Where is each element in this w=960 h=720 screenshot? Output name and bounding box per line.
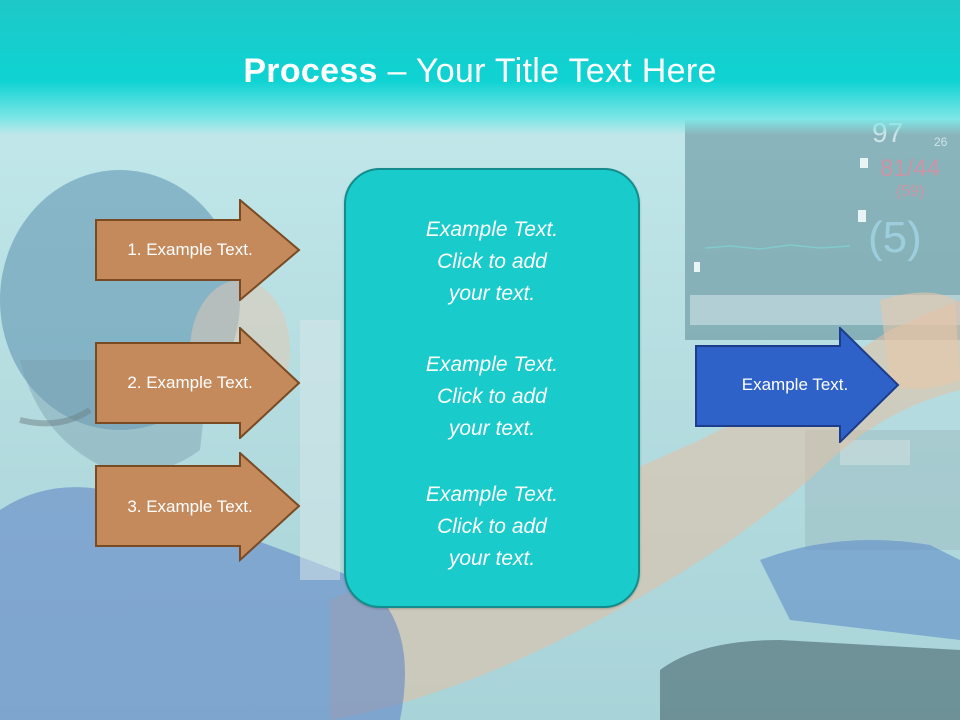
result-arrow-label: Example Text. [741, 375, 849, 394]
process-step-arrow-1[interactable]: 1. Example Text. [95, 199, 301, 301]
arrow-shape [95, 452, 301, 562]
text-line: Click to add [437, 385, 547, 408]
result-arrow[interactable]: Example Text. [695, 327, 900, 443]
text-line: your text. [448, 282, 536, 305]
center-text-block-2[interactable]: Example Text. Click to add your text. [346, 349, 638, 445]
monitor-reading-2: 26 [934, 135, 948, 149]
center-text-block-1[interactable]: Example Text. Click to add your text. [346, 214, 638, 310]
text-line: Click to add [437, 250, 547, 273]
center-content-box[interactable]: Example Text. Click to add your text. Ex… [344, 168, 640, 608]
process-step-arrow-3[interactable]: 3. Example Text. [95, 452, 301, 562]
text-line: Click to add [437, 515, 547, 538]
monitor-reading-4: (59) [896, 183, 924, 200]
text-line: Example Text. [425, 483, 559, 506]
process-step-label: 3. Example Text. [127, 497, 253, 516]
header-band [0, 0, 960, 135]
text-line: your text. [448, 547, 536, 570]
title-rest: – Your Title Text Here [377, 52, 717, 90]
text-line: Example Text. [425, 353, 559, 376]
slide-title[interactable]: Process – Your Title Text Here [0, 52, 960, 91]
arrow-shape [95, 199, 301, 301]
text-line: Example Text. [425, 218, 559, 241]
arrow-shape [95, 327, 301, 439]
title-bold: Process [243, 52, 378, 90]
text-line: your text. [448, 417, 536, 440]
center-text-block-3[interactable]: Example Text. Click to add your text. [346, 479, 638, 575]
arrow-shape [695, 327, 900, 443]
monitor-reading-5: (5) [868, 213, 922, 262]
process-step-label: 2. Example Text. [127, 373, 253, 392]
monitor-reading-3: 81/44 [880, 155, 940, 182]
process-step-arrow-2[interactable]: 2. Example Text. [95, 327, 301, 439]
process-step-label: 1. Example Text. [127, 240, 253, 259]
